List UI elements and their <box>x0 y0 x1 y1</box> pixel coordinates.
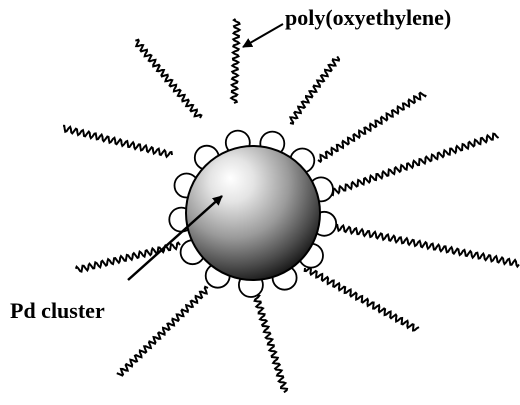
polymer-arrow <box>242 23 284 48</box>
polymer-chain <box>251 291 289 394</box>
polymer-chain <box>134 38 203 119</box>
polymer-chain <box>62 124 173 159</box>
polymer-chain <box>288 55 341 125</box>
polymer-label: poly(oxyethylene) <box>285 5 451 30</box>
polymer-chain <box>74 241 181 273</box>
pd-sphere <box>185 145 321 281</box>
polymer-chain <box>229 18 242 104</box>
polymer-chain <box>317 91 427 164</box>
polymer-chain <box>323 132 500 199</box>
cluster-arrow <box>127 195 223 281</box>
polymer-chain <box>116 285 209 377</box>
polymer-chain <box>324 221 520 269</box>
polymer-chains <box>62 18 520 394</box>
cluster-label: Pd cluster <box>10 298 105 323</box>
polymer-chain <box>303 266 420 332</box>
